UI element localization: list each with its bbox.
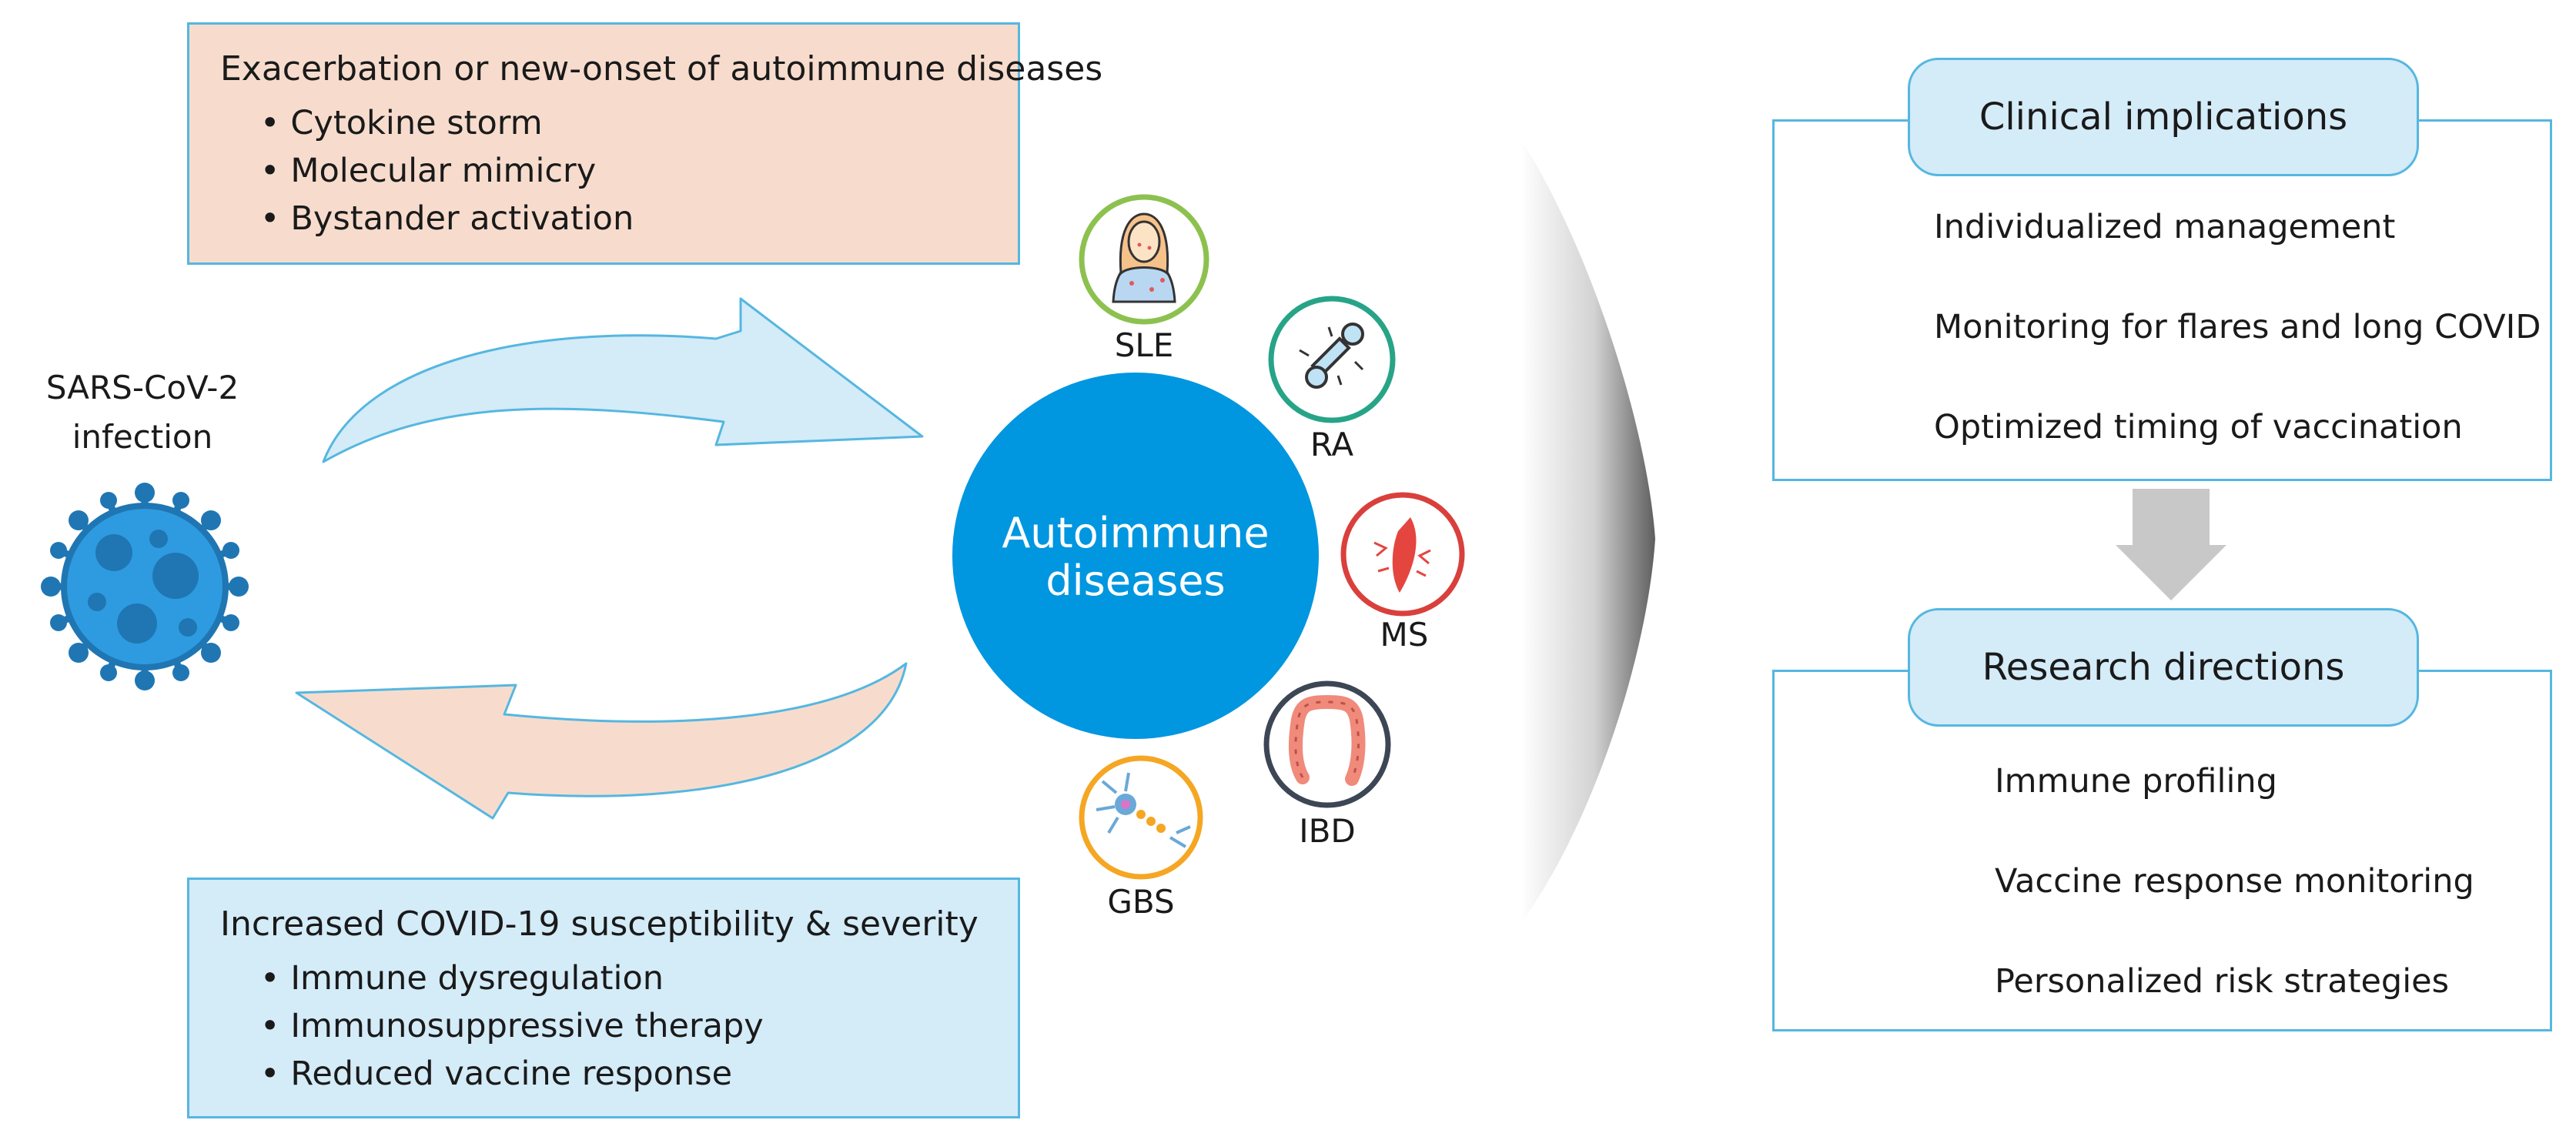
research-title: Research directions — [1908, 608, 2419, 727]
exacerbation-title: Exacerbation or new-onset of autoimmune … — [220, 49, 1103, 89]
clinical-item-2: Monitoring for flares and long COVID — [1934, 308, 2541, 346]
research-item-2: Vaccine response monitoring — [1995, 862, 2474, 901]
gbs-icon — [1079, 755, 1203, 880]
forward-arrow — [322, 297, 924, 463]
sle-icon — [1079, 194, 1209, 325]
ibd-label: IBD — [1299, 812, 1356, 850]
hub-label-line2: diseases — [1045, 557, 1226, 605]
ra-icon — [1268, 296, 1396, 423]
exacerbation-list: Cytokine storm Molecular mimicry Bystand… — [220, 99, 1018, 242]
sle-label: SLE — [1114, 326, 1174, 364]
exacerbation-box: Exacerbation or new-onset of autoimmune … — [187, 22, 1103, 265]
sars-cov-2-line1: SARS-CoV-2 — [45, 369, 239, 406]
list-item: Bystander activation — [260, 195, 1018, 242]
clinical-panel — [1772, 119, 2552, 481]
research-item-1: Immune profiling — [1995, 762, 2277, 801]
research-item-3: Personalized risk strategies — [1995, 962, 2450, 1001]
down-arrow — [2116, 489, 2226, 600]
ra-label: RA — [1310, 426, 1354, 463]
susceptibility-list: Immune dysregulation Immunosuppressive t… — [220, 954, 1018, 1098]
list-item: Cytokine storm — [260, 99, 1018, 147]
susceptibility-box: Increased COVID-19 susceptibility & seve… — [187, 878, 1020, 1118]
research-panel — [1772, 670, 2552, 1031]
ms-icon — [1340, 492, 1465, 617]
clinical-title: Clinical implications — [1908, 58, 2419, 176]
susceptibility-title: Increased COVID-19 susceptibility & seve… — [220, 904, 979, 944]
ms-label: MS — [1380, 616, 1429, 654]
hub-label: Autoimmune diseases — [952, 510, 1319, 605]
ibd-icon — [1263, 680, 1391, 808]
hub-label-line1: Autoimmune — [1002, 509, 1270, 557]
list-item: Reduced vaccine response — [260, 1050, 1018, 1098]
transition-chevron — [1521, 139, 1655, 924]
gbs-label: GBS — [1107, 883, 1175, 921]
sars-cov-2-label: SARS-CoV-2 infection — [15, 363, 269, 462]
list-item: Immune dysregulation — [260, 954, 1018, 1002]
clinical-item-1: Individualized management — [1934, 208, 2396, 246]
backward-arrow — [295, 662, 908, 820]
list-item: Immunosuppressive therapy — [260, 1002, 1018, 1050]
clinical-item-3: Optimized timing of vaccination — [1934, 408, 2463, 446]
virus-icon — [41, 483, 249, 690]
autoimmune-hub — [952, 373, 1319, 739]
sars-cov-2-line2: infection — [72, 418, 213, 456]
list-item: Molecular mimicry — [260, 147, 1018, 195]
